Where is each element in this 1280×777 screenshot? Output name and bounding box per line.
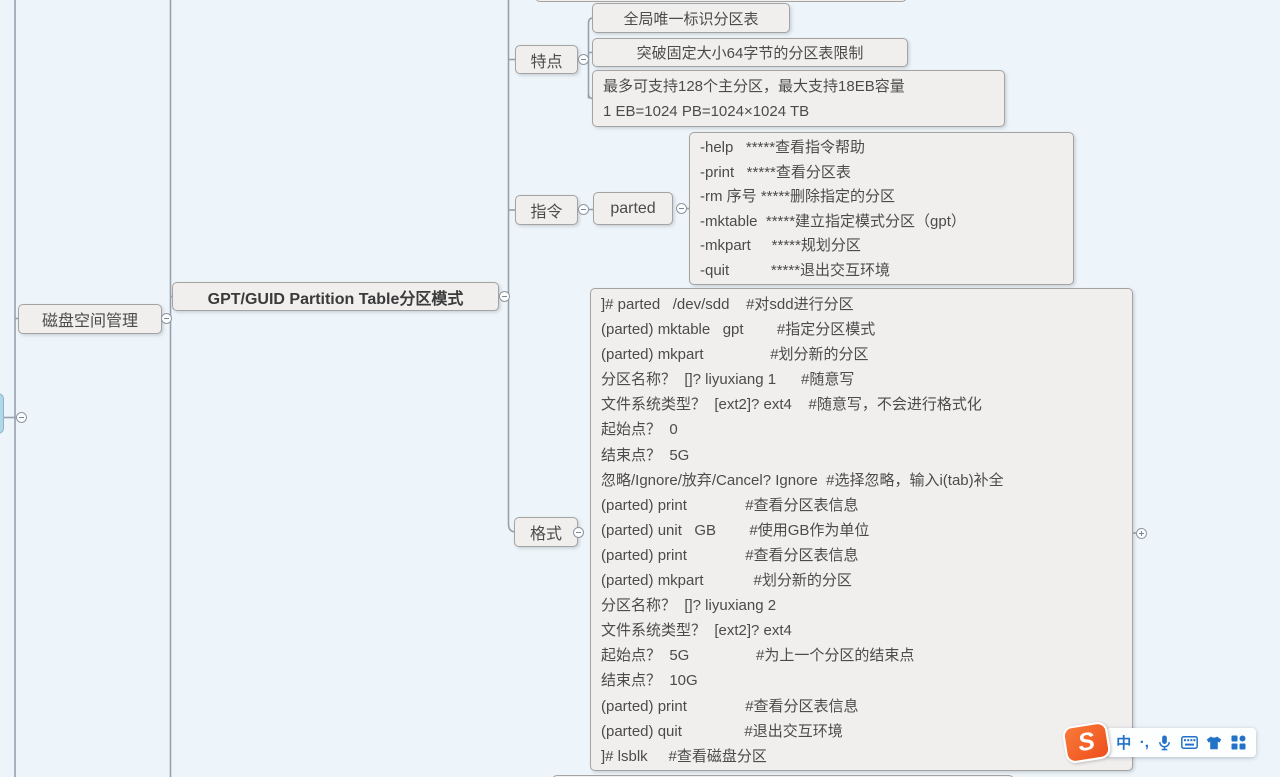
ime-chinese-mode-icon[interactable]: 中 [1116,735,1132,752]
node-feature-table-limit[interactable]: 突破固定大小64字节的分区表限制 [592,38,908,67]
node-disk-management[interactable]: 磁盘空间管理 [18,304,162,334]
ime-toolbar: 中 ·, [1106,728,1256,757]
node-format[interactable]: 格式 [514,517,578,547]
collapse-handle-gpt[interactable] [498,291,510,302]
ime-microphone-icon[interactable] [1157,728,1172,757]
collapse-handle-format[interactable] [572,526,584,538]
node-feature-unique-guid[interactable]: 全局唯一标识分区表 [592,3,790,33]
ime-toolbox-icon[interactable] [1231,728,1246,757]
node-parted-options[interactable]: -help *****查看指令帮助 -print *****查看分区表 -rm … [689,132,1074,285]
collapse-handle-parted[interactable] [675,203,687,214]
node-parted-session[interactable]: ]# parted /dev/sdd #对sdd进行分区 (parted) mk… [590,288,1133,771]
node-parted[interactable]: parted [593,192,673,225]
connector-spine-gpt-children [507,0,517,533]
collapse-handle-root[interactable] [15,411,27,423]
node-root-partial[interactable] [0,393,4,434]
node-features[interactable]: 特点 [515,45,578,74]
collapse-handle-features[interactable] [577,54,589,65]
ime-punctuation-icon[interactable]: ·, [1139,734,1149,751]
node-feature-capacity[interactable]: 最多可支持128个主分区，最大支持18EB容量 1 EB=1024 PB=102… [592,70,1005,127]
collapse-handle-disk[interactable] [160,313,172,324]
node-commands[interactable]: 指令 [515,195,578,225]
node-gpt-partition-mode[interactable]: GPT/GUID Partition Table分区模式 [172,282,499,311]
collapse-handle-commands[interactable] [577,204,589,215]
ime-keyboard-icon[interactable] [1180,728,1198,757]
node-cutoff-top[interactable] [535,0,907,2]
expand-handle-session[interactable] [1135,527,1147,539]
ime-skin-icon[interactable] [1206,728,1222,757]
ime-logo[interactable]: S [1061,720,1112,765]
